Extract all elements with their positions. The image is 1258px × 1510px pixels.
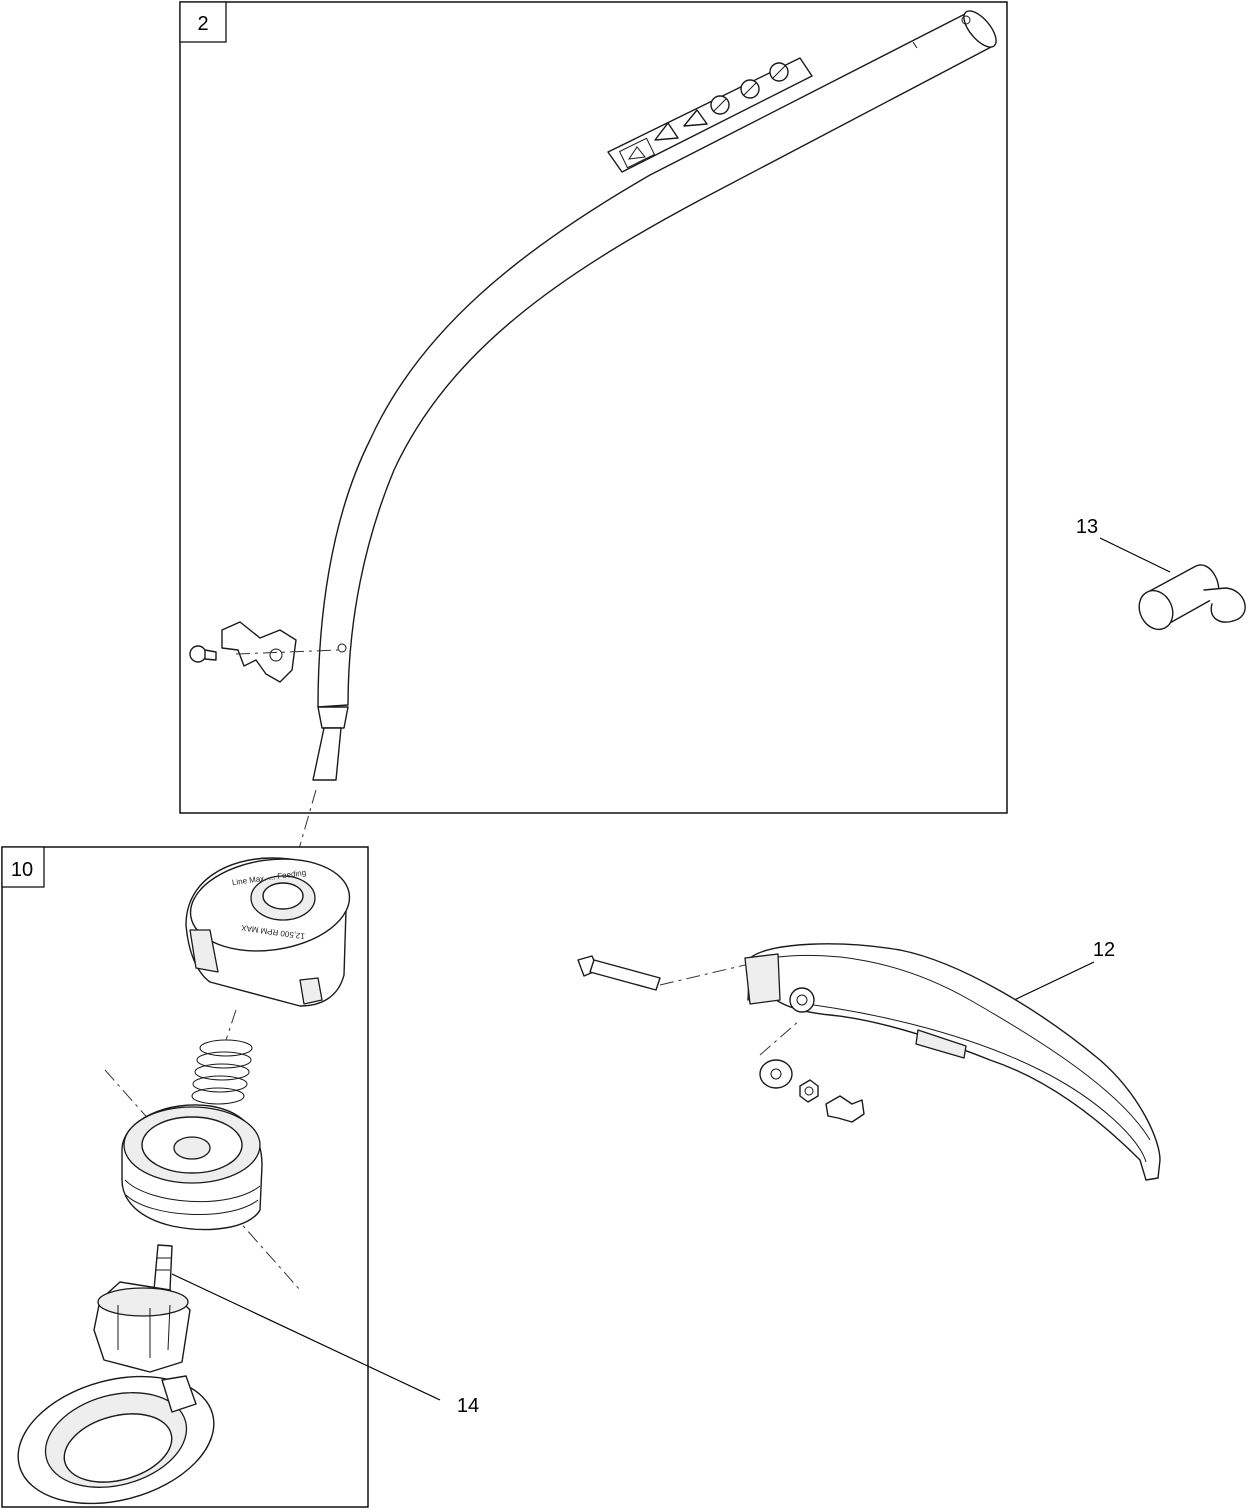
guard-bolt-shank <box>589 959 661 991</box>
head-hub <box>93 1281 191 1373</box>
clamp-mount-hole <box>337 643 347 653</box>
hanger-leader <box>1099 537 1171 573</box>
warning-triangle-icon <box>618 137 656 169</box>
guard-bolt <box>577 955 746 991</box>
screw-shank <box>204 649 217 661</box>
guard-pivot <box>789 987 815 1013</box>
boom-ferrule <box>317 706 349 729</box>
bolt-leader <box>171 1273 441 1401</box>
hanger-loop <box>1203 587 1246 623</box>
safety-decal <box>607 57 813 173</box>
boom-group: 2 <box>179 1 1008 881</box>
guard-bracket <box>744 953 781 1005</box>
guard-callout-label: 12 <box>1093 939 1115 961</box>
guard-group: 12 <box>577 939 1161 1181</box>
head-callout-label: 10 <box>11 859 33 881</box>
boom-callout-label: 2 <box>197 13 208 35</box>
decal-strip <box>607 57 813 173</box>
guard-leader <box>1009 961 1095 1003</box>
head-base <box>17 1375 215 1505</box>
guard-nut <box>799 1079 819 1103</box>
boom-frame <box>179 1 1008 814</box>
head-group: 10 Line Max. ... Feeding 12,500 RPM MAX <box>1 846 479 1508</box>
hazard-icon <box>654 122 679 141</box>
head-callout-box <box>1 846 45 888</box>
shaft-centerline <box>289 789 317 881</box>
hanger-callout-label: 13 <box>1076 516 1098 538</box>
boom-shaft <box>317 13 994 708</box>
screw-head <box>189 645 207 663</box>
boom-callout-box <box>179 1 227 43</box>
guard-knob <box>825 1095 865 1123</box>
hanger-group: 13 <box>1076 516 1246 631</box>
spool-cap: Line Max. ... Feeding 12,500 RPM MAX <box>185 857 351 1007</box>
guard-washer <box>759 1059 793 1089</box>
hazard-icon <box>683 109 708 127</box>
boom-end-cap <box>963 10 997 48</box>
bolt-callout-label: 14 <box>457 1395 479 1417</box>
base-tab <box>161 1375 197 1413</box>
hanger-tube-end <box>1138 589 1174 631</box>
guard-body <box>747 943 1161 1181</box>
shaft-clamp <box>189 621 347 683</box>
clamp-body <box>221 621 297 683</box>
head-centerline <box>225 1009 237 1041</box>
spool <box>121 1104 263 1231</box>
boom-hole <box>961 15 971 25</box>
spool-cap-eyelet <box>189 929 219 973</box>
spool-bolt <box>153 1244 173 1291</box>
drive-shaft <box>312 727 342 781</box>
spring <box>191 1039 253 1105</box>
